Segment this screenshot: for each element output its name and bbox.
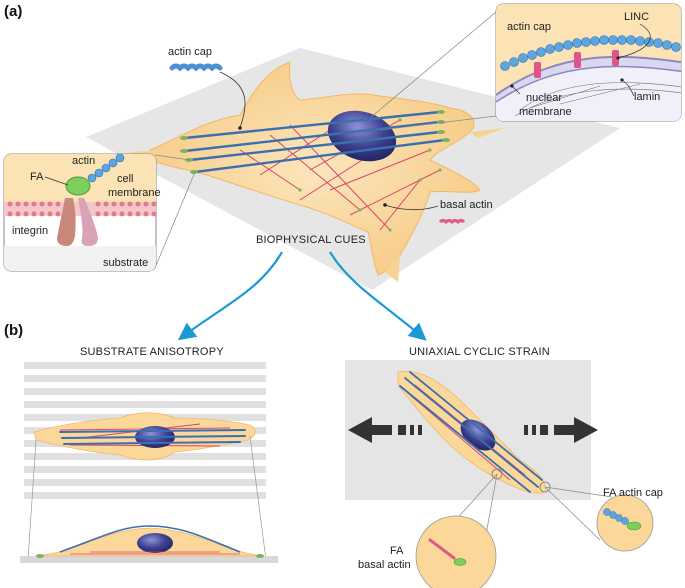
- actin-cap-leader: [219, 71, 246, 129]
- basal-actin-icon: [438, 219, 466, 225]
- cell-protrusion: [385, 255, 400, 282]
- strained-actin-cap: [399, 371, 543, 493]
- substrate-label: substrate: [103, 257, 148, 269]
- fa-actin-cap-label: FA actin cap: [603, 487, 663, 499]
- inset-right-connector: [379, 115, 497, 131]
- zoom-fa-actin-cap: [596, 494, 654, 552]
- fa-label: FA: [30, 171, 44, 183]
- basal-actin-leader: [384, 204, 439, 211]
- projection-line: [27, 439, 37, 561]
- aligned-actin-cap: [59, 429, 246, 445]
- actin-label: actin: [72, 155, 95, 167]
- inset-right-connector: [369, 11, 497, 119]
- arrow-to-anisotropy: [177, 251, 283, 341]
- inset-left-connector: [154, 154, 191, 161]
- inset-actin-cap-label: actin cap: [507, 21, 551, 33]
- panel-b-label: (b): [4, 322, 23, 339]
- nuclear-label: nuclear: [526, 92, 562, 104]
- biophysical-cues-label: BIOPHYSICAL CUES: [256, 234, 366, 246]
- zoom-connector: [484, 473, 498, 541]
- integrin-label: integrin: [12, 225, 48, 237]
- inset-left: FA actin cell membrane integrin substrat…: [3, 153, 161, 272]
- actin-cap-fibers: [183, 110, 447, 174]
- zoom-basal-actin-label: basal actin: [358, 559, 411, 571]
- projection-line: [249, 435, 267, 561]
- cell-membrane-label: membrane: [108, 187, 161, 199]
- leader-dot: [238, 126, 242, 130]
- zoom-fa-basal-actin: [415, 515, 497, 588]
- actin-cap-label: actin cap: [168, 46, 212, 58]
- side-view: [20, 525, 278, 563]
- actin-cap-icon: [169, 63, 223, 72]
- uniaxial-cyclic-strain-title: UNIAXIAL CYCLIC STRAIN: [409, 346, 550, 358]
- zoom-fa-label: FA: [390, 545, 404, 557]
- inset-right: actin cap LINC nuclear membrane lamin: [495, 3, 682, 122]
- nuclear-membrane-label: membrane: [519, 106, 572, 118]
- leader-dot: [383, 203, 387, 207]
- basal-fa-marker: [491, 468, 503, 480]
- basal-actin-label: basal actin: [440, 199, 493, 211]
- cap-fa-dots: [180, 110, 450, 174]
- arrow-to-strain: [329, 251, 427, 341]
- strain-arrow-right: [524, 417, 598, 443]
- substrate-anisotropy-title: SUBSTRATE ANISOTROPY: [80, 346, 224, 358]
- linc-label: LINC: [624, 11, 649, 23]
- lamin-label: lamin: [634, 91, 660, 103]
- cap-fa-marker: [539, 481, 551, 493]
- zoom-connector: [544, 486, 601, 541]
- panel-a-label: (a): [4, 3, 22, 20]
- cell-label: cell: [117, 173, 134, 185]
- inset-left-connector: [154, 171, 196, 269]
- strain-arrow-left: [348, 417, 422, 443]
- cell-protrusion: [470, 128, 505, 138]
- zoom-connector: [544, 486, 613, 498]
